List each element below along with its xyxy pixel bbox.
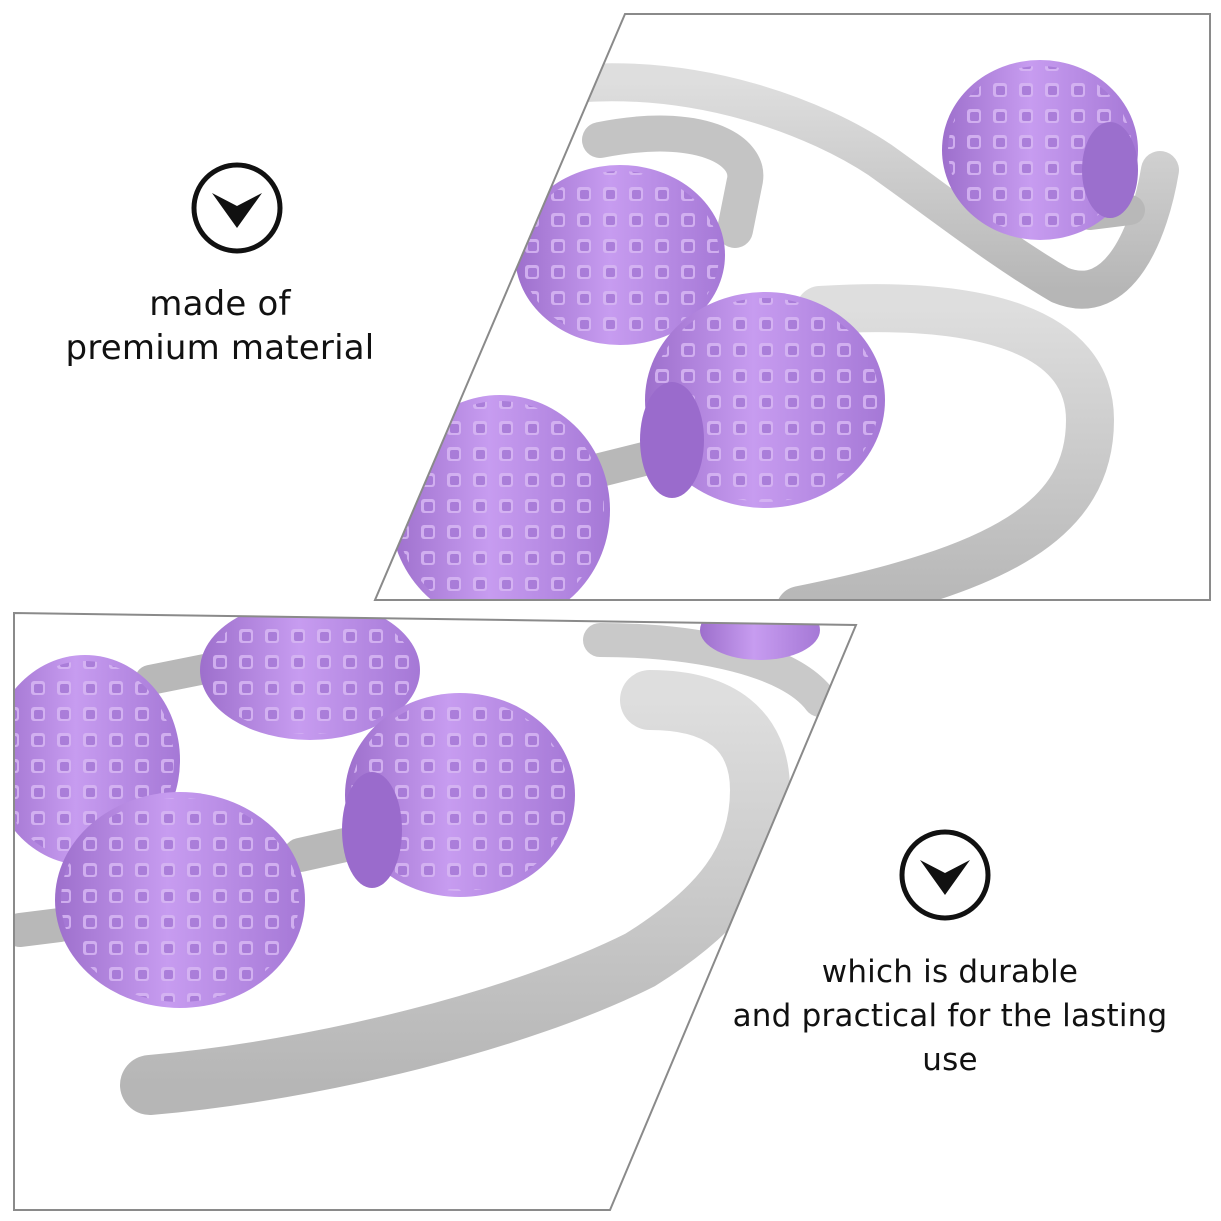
- top-caption: made of premium material: [30, 282, 410, 370]
- roller-bottom-front: [55, 792, 305, 1008]
- roller-bottom-center: [342, 693, 575, 897]
- bottom-panel-border: [13, 611, 858, 1211]
- roller-bottom-top: [200, 613, 420, 740]
- top-panel-border: [373, 13, 1211, 601]
- roller-bottom-far-right: [700, 613, 820, 660]
- top-caption-line-1: made of: [149, 284, 291, 324]
- top-caption-line-2: premium material: [65, 328, 375, 368]
- top-product-image: [375, 14, 1210, 600]
- chevron-down-circle-icon: [899, 829, 991, 921]
- roller-top-bottom-left: [390, 395, 610, 600]
- bottom-caption-line-2: and practical for the lasting: [732, 998, 1168, 1034]
- roller-top-center: [640, 292, 885, 508]
- bottom-caption: which is durable and practical for the l…: [700, 950, 1200, 1082]
- bottom-product-image: [14, 613, 856, 1210]
- bottom-caption-line-1: which is durable: [821, 954, 1079, 990]
- roller-top-right: [942, 60, 1138, 240]
- bottom-caption-line-3: use: [922, 1042, 978, 1078]
- chevron-down-circle-icon: [191, 162, 283, 254]
- roller-top-left: [515, 165, 725, 345]
